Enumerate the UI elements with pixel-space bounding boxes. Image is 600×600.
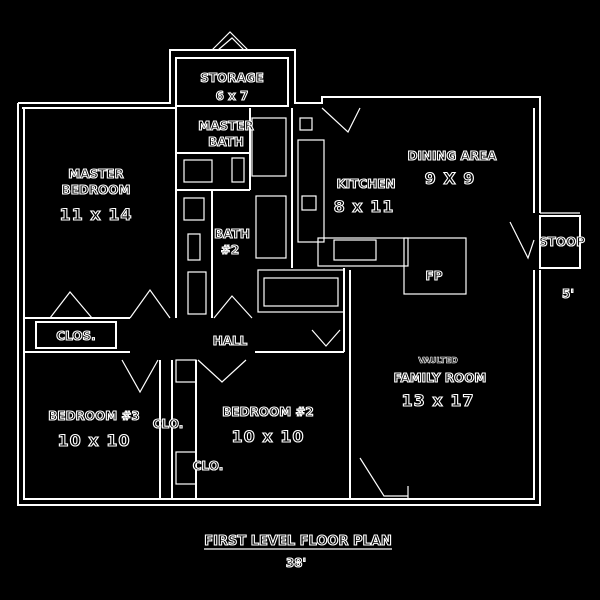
outer-walls: [17, 49, 541, 506]
bedroom3-name: BEDROOM #3: [48, 409, 139, 423]
plan-width-dimension: 38': [286, 556, 306, 570]
room-labels: STORAGE 6 x 7 MASTER BATH MASTER BEDROOM…: [48, 70, 586, 473]
storage-size: 6 x 7: [216, 89, 249, 103]
kitchen-size: 8 x 11: [334, 197, 395, 216]
hall-closet-label: CLOS.: [56, 329, 95, 343]
plan-title-block: FIRST LEVEL FLOOR PLAN 38': [204, 533, 393, 570]
storage-door-swing: [211, 31, 249, 51]
bedroom2-name: BEDROOM #2: [222, 405, 313, 419]
bath2-num: #2: [221, 243, 239, 257]
door-swings: [49, 107, 580, 499]
bedroom2-size: 10 x 10: [232, 427, 305, 446]
kitchen-name: KITCHEN: [336, 177, 395, 191]
master-bath-name-2: BATH: [208, 135, 244, 149]
stoop-dim: 5': [562, 287, 574, 301]
stoop-name: STOOP: [539, 235, 585, 249]
bedroom3-size: 10 x 10: [58, 431, 131, 450]
bedroom3-closet-label: CLO.: [153, 417, 184, 431]
plan-title: FIRST LEVEL FLOOR PLAN: [204, 534, 392, 549]
master-bedroom-name-1: MASTER: [68, 167, 124, 181]
master-bath-name-1: MASTER: [198, 119, 254, 133]
family-room-vaulted: VAULTED: [418, 356, 458, 365]
hall-label: HALL: [213, 334, 248, 348]
fireplace-label: FP: [426, 269, 443, 283]
dining-size: 9 X 9: [425, 169, 476, 188]
bedroom2-closet-label: CLO.: [193, 459, 224, 473]
master-bedroom-name-2: BEDROOM: [62, 183, 131, 197]
master-bedroom-size: 11 x 14: [60, 205, 133, 224]
bath2-name: BATH: [214, 227, 250, 241]
family-room-name: FAMILY ROOM: [394, 371, 487, 385]
dining-name: DINING AREA: [407, 149, 497, 163]
family-room-size: 13 x 17: [402, 391, 475, 410]
interior-walls: [24, 108, 467, 499]
stoop: [539, 215, 581, 269]
storage-name: STORAGE: [200, 71, 264, 85]
